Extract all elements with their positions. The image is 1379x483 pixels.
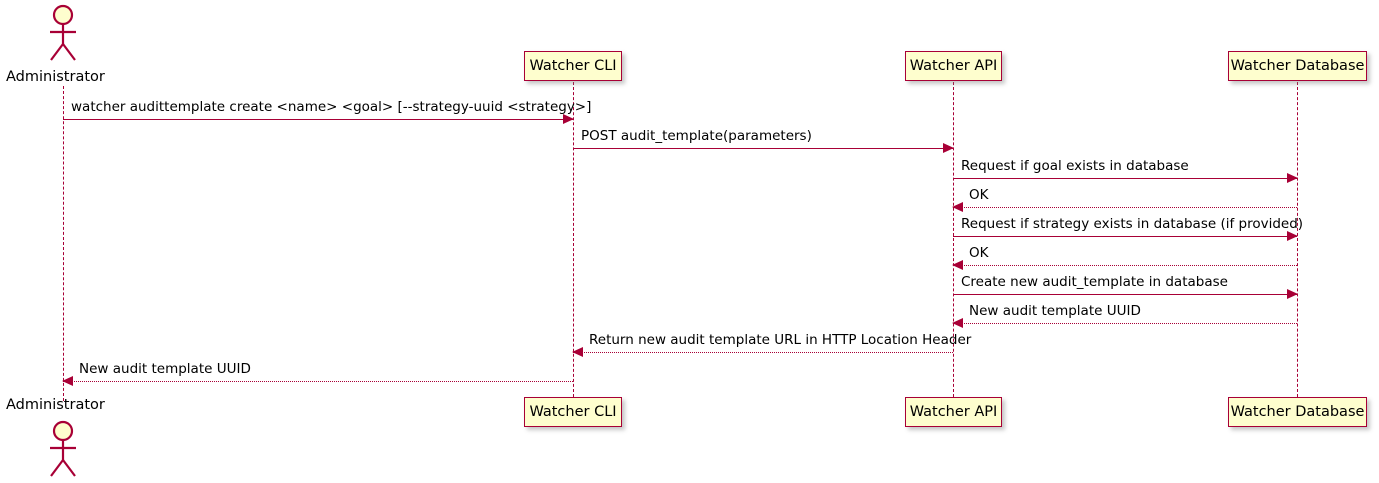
actor-administrator-bottom [40,420,86,477]
message-8-label: New audit template UUID [969,303,1141,320]
participant-watcher-database-top[interactable]: Watcher Database [1228,51,1367,81]
participant-watcher-cli-top[interactable]: Watcher CLI [524,51,622,81]
message-4-label: OK [969,187,989,204]
lifeline-watcher-api [953,82,954,397]
message-8-arrowhead [952,318,963,328]
message-9-arrowhead [572,347,583,357]
message-5-line [953,236,1297,237]
message-2-label: POST audit_template(parameters) [581,128,812,145]
message-1-line [63,119,573,120]
message-5-arrowhead [1287,231,1298,241]
actor-administrator-top [40,4,86,61]
message-7-line [953,294,1297,295]
participant-watcher-database-bottom[interactable]: Watcher Database [1228,397,1367,427]
participant-watcher-api-bottom[interactable]: Watcher API [905,397,1002,427]
message-10-arrowhead [62,376,73,386]
message-3-label: Request if goal exists in database [961,158,1189,175]
participant-watcher-api-top[interactable]: Watcher API [905,51,1002,81]
message-9-line [573,352,953,353]
message-1-arrowhead [563,114,574,124]
message-2-arrowhead [943,143,954,153]
message-10-label: New audit template UUID [79,361,251,378]
participant-watcher-cli-bottom[interactable]: Watcher CLI [524,397,622,427]
message-1-label: watcher audittemplate create <name> <goa… [71,99,592,116]
message-5-label: Request if strategy exists in database (… [961,216,1304,233]
message-6-line [953,265,1297,266]
lifeline-administrator [63,86,64,401]
message-2-line [573,148,953,149]
lifeline-watcher-cli [573,82,574,397]
message-9-label: Return new audit template URL in HTTP Lo… [589,332,972,349]
message-3-arrowhead [1287,173,1298,183]
message-10-line [63,381,573,382]
message-4-line [953,207,1297,208]
actor-label-administrator-bottom: Administrator [6,397,105,413]
message-3-line [953,178,1297,179]
message-6-arrowhead [952,260,963,270]
message-8-line [953,323,1297,324]
actor-label-administrator-top: Administrator [6,69,105,85]
message-7-arrowhead [1287,289,1298,299]
message-6-label: OK [969,245,989,262]
message-4-arrowhead [952,202,963,212]
message-7-label: Create new audit_template in database [961,274,1228,291]
